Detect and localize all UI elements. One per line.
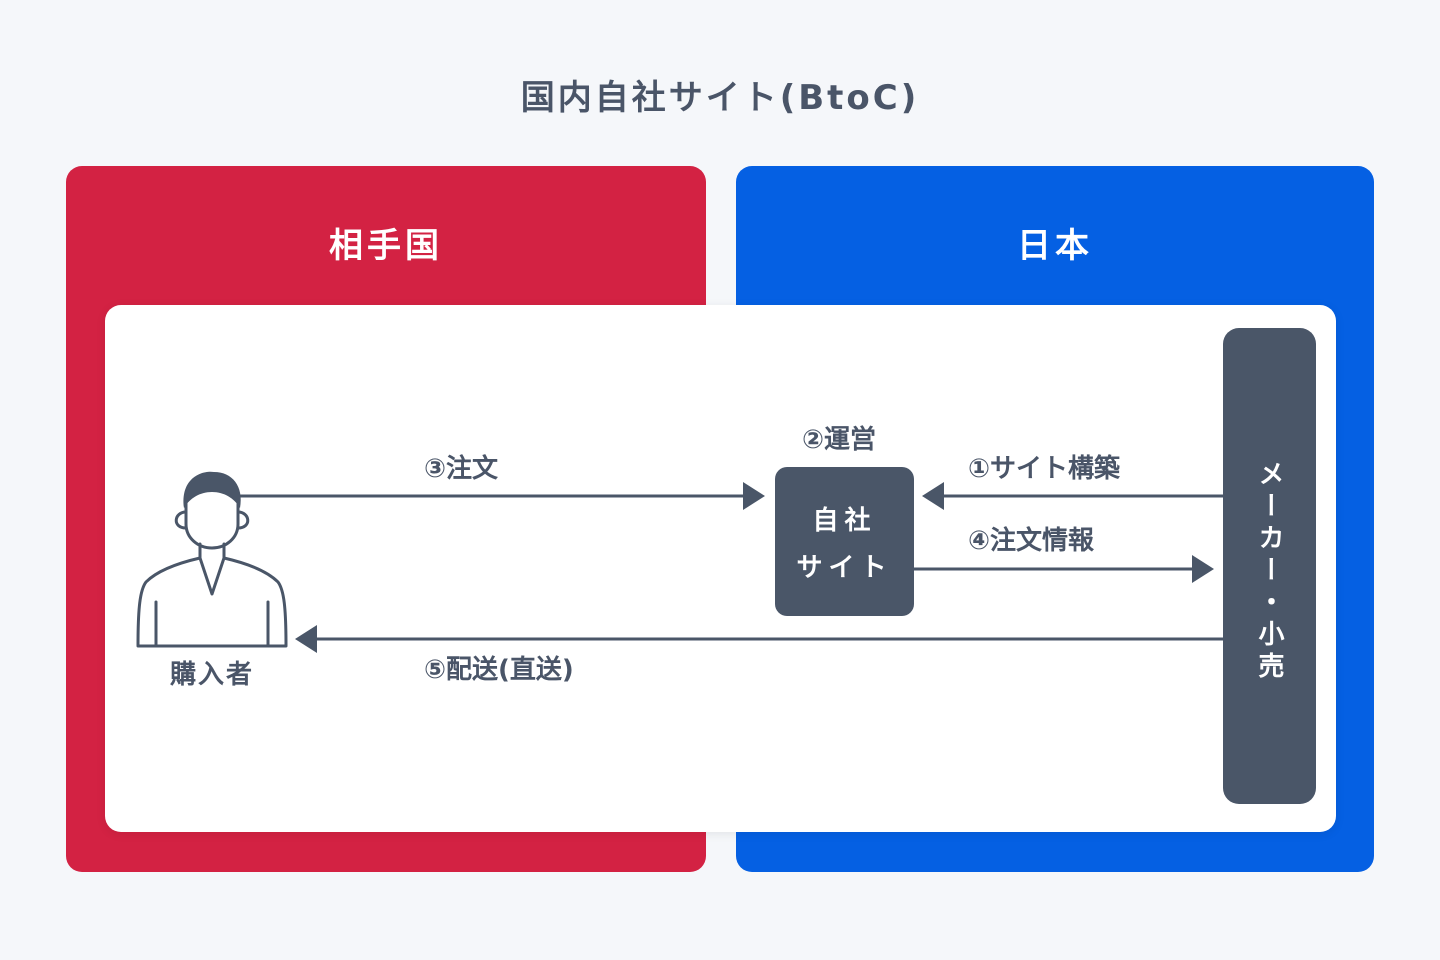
person-icon: [136, 471, 288, 648]
step5-label: ⑤配送(直送): [424, 655, 574, 685]
maker-retailer-box: メーカー・小売: [1223, 328, 1316, 804]
maker-retailer-label: メーカー・小売: [1254, 460, 1284, 684]
own-site-label-line2: サイト: [796, 553, 893, 583]
order-info-arrow-head: [1192, 555, 1214, 583]
order-arrow-head: [743, 482, 765, 510]
own-site-label-line1: 自社: [812, 506, 877, 536]
delivery-arrow-head: [295, 625, 317, 653]
step4-label: ④注文情報: [968, 526, 1095, 556]
own-site-box: 自社 サイト: [775, 467, 914, 616]
diagram-title: 国内自社サイト(BtoC): [520, 78, 920, 118]
step2-label: ②運営: [802, 425, 877, 455]
step1-label: ①サイト構築: [968, 454, 1121, 484]
site-build-arrow-head: [922, 482, 944, 510]
buyer-label: 購入者: [169, 660, 254, 690]
step3-label: ③注文: [424, 454, 499, 484]
partner-country-label: 相手国: [329, 226, 443, 266]
japan-label: 日本: [1017, 226, 1093, 266]
